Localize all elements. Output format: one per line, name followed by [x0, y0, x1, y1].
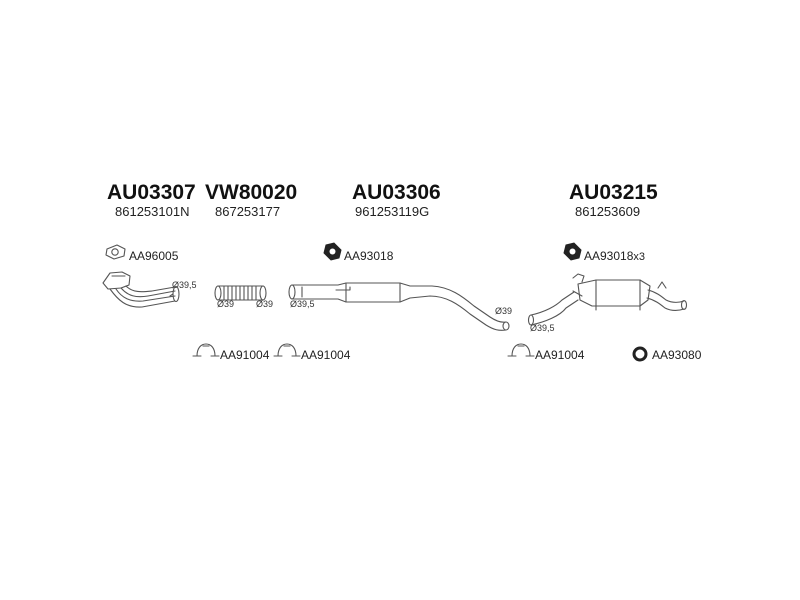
- label-hanger-rear-qty: x3: [633, 251, 646, 263]
- dim-front-pipe-outlet: Ø39,5: [172, 280, 197, 290]
- part-code-front-pipe: AU03307: [107, 181, 196, 204]
- dim-flex-right: Ø39: [256, 299, 274, 309]
- label-hanger-mid: AA93018: [344, 249, 394, 263]
- flex-pipe-drawing: [214, 285, 267, 301]
- oe-number-rear-silencer: 861253609: [575, 204, 641, 219]
- middle-silencer-drawing: [288, 282, 510, 331]
- dim-mid-outlet: Ø39: [495, 306, 513, 316]
- label-clamp-1: AA91004: [220, 348, 270, 362]
- oe-number-flex-pipe: 867253177: [215, 204, 281, 219]
- dim-mid-inlet: Ø39,5: [290, 299, 315, 309]
- hanger-icon-mid: [323, 242, 342, 261]
- part-code-flex-pipe: VW80020: [205, 181, 298, 204]
- dim-rear-inlet: Ø39,5: [530, 323, 555, 333]
- label-gasket: AA96005: [129, 249, 179, 263]
- clamp-icon-2: [273, 343, 301, 357]
- label-clamp-3: AA91004: [535, 348, 585, 362]
- clamp-icon-3: [507, 343, 535, 357]
- gasket-icon: [105, 244, 126, 260]
- hanger-icon-rear: [563, 242, 582, 261]
- oe-number-front-pipe: 861253101N: [115, 204, 190, 219]
- front-pipe-drawing: [102, 271, 180, 308]
- dim-flex-left: Ø39: [217, 299, 235, 309]
- part-code-middle-silencer: AU03306: [352, 181, 441, 204]
- rubber-ring-icon: [632, 346, 648, 362]
- part-code-rear-silencer: AU03215: [569, 181, 658, 204]
- rear-silencer-drawing: [527, 273, 688, 326]
- oe-number-middle-silencer: 961253119G: [355, 204, 430, 219]
- label-hanger-rear: AA93018x3: [584, 250, 645, 263]
- label-ring: AA93080: [652, 348, 702, 362]
- label-hanger-rear-code: AA93018: [584, 249, 634, 263]
- clamp-icon-1: [192, 343, 220, 357]
- label-clamp-2: AA91004: [301, 348, 351, 362]
